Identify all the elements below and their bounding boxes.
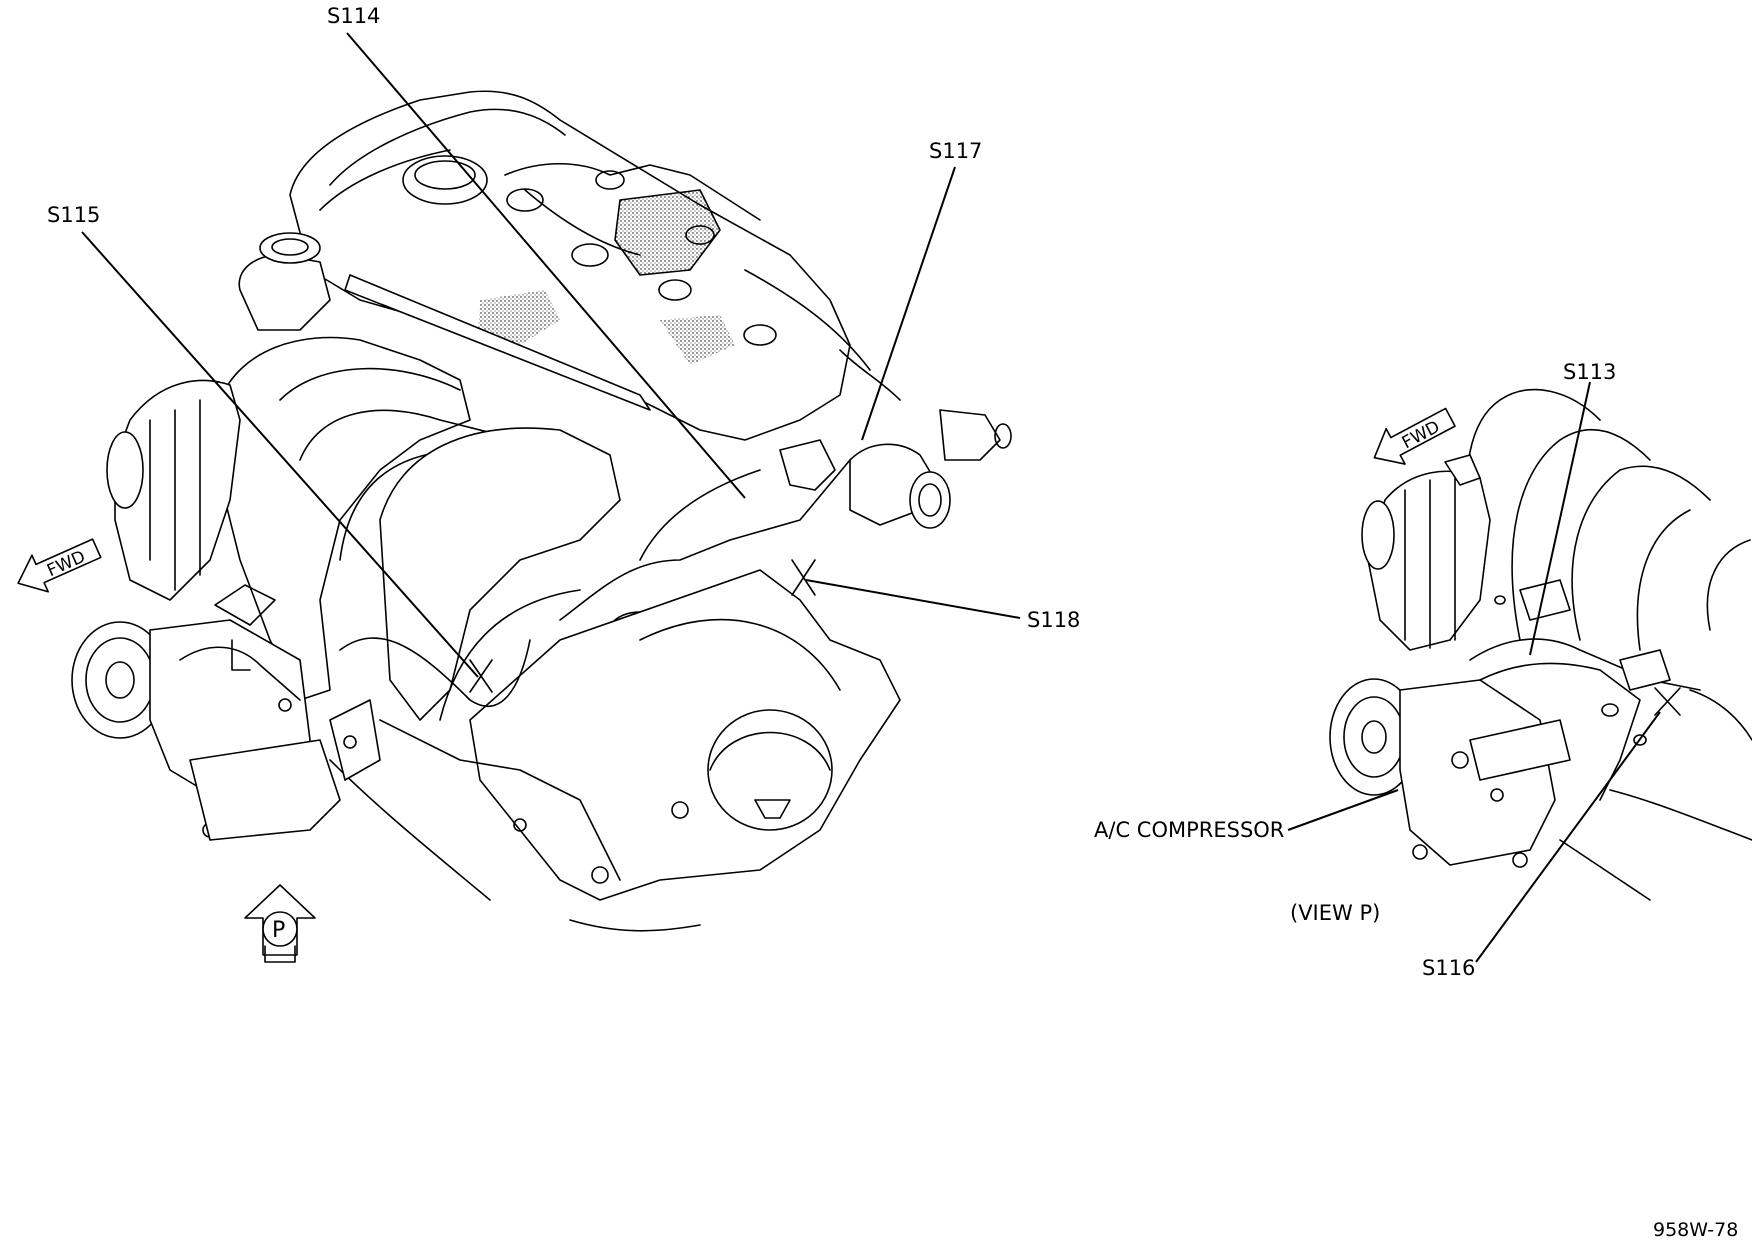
callout-s118: S118 <box>1027 608 1081 632</box>
view-p-detail <box>1329 388 1752 901</box>
callout-s116: S116 <box>1422 956 1476 980</box>
callout-s114: S114 <box>327 4 381 28</box>
fwd-arrow-icon: FWD <box>17 538 102 593</box>
callout-view-p: (VIEW P) <box>1290 901 1381 925</box>
callout-s113: S113 <box>1563 360 1617 384</box>
figure-id: 958W-78 <box>1653 1219 1739 1241</box>
callout-ac-compressor: A/C COMPRESSOR <box>1094 818 1285 842</box>
view-arrow-label: P <box>272 918 285 943</box>
view-arrow-icon: P <box>244 884 316 963</box>
main-leader-lines <box>81 32 1021 678</box>
callout-s117: S117 <box>929 139 983 163</box>
callout-s115: S115 <box>47 203 101 227</box>
main-engine-view <box>71 90 1012 932</box>
view-leader-lines <box>1287 381 1661 963</box>
